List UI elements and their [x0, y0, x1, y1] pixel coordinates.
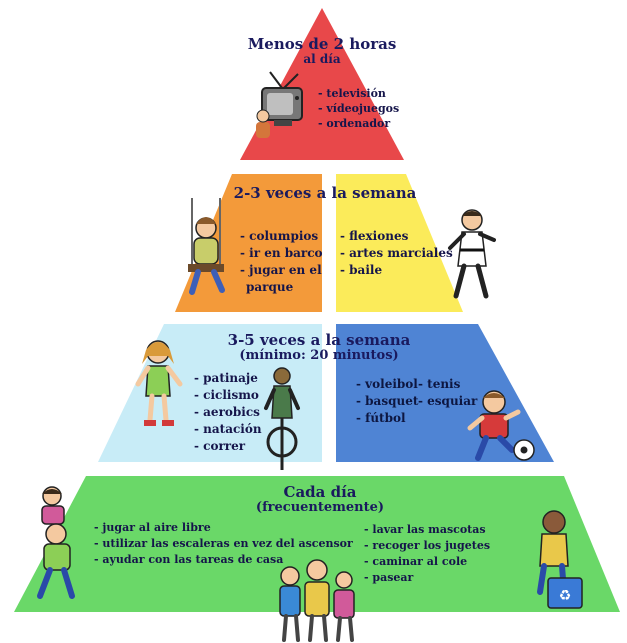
list-item: - pasear	[364, 571, 414, 584]
list-item: - artes marciales	[340, 246, 453, 260]
tier3-title-line1: 3-5 veces a la semana	[227, 331, 411, 349]
list-item: - jugar al aire libre	[94, 521, 211, 534]
tier3-right-list-col2: - tenis - esquiar	[418, 376, 477, 410]
tier4-left-list: - jugar al aire libre - utilizar las esc…	[94, 520, 353, 568]
tier2-right-band	[336, 174, 463, 312]
list-item: - ir en barco	[240, 246, 323, 260]
tier3-title-line2: (mínimo: 20 minutos)	[239, 348, 399, 363]
list-item: - caminar al cole	[364, 555, 468, 568]
list-item: - jugar en el	[240, 263, 322, 277]
svg-text:♻: ♻	[559, 588, 572, 604]
list-item: - ayudar con las tareas de casa	[94, 553, 284, 566]
tier4-title-line2: (frecuentemente)	[255, 500, 385, 515]
tier3-left-list: - patinaje - ciclismo - aerobics - natac…	[194, 370, 262, 455]
list-item: - baile	[340, 263, 383, 277]
recycling-kid-icon: ♻	[537, 510, 583, 609]
list-item: - ciclismo	[194, 388, 259, 402]
tv-icon	[256, 71, 303, 138]
list-item: - ordenador	[318, 117, 391, 130]
child-swing-icon	[188, 198, 225, 295]
list-item: - patinaje	[194, 371, 258, 385]
tier2-right-list: - flexiones - artes marciales - baile	[340, 228, 453, 279]
tier3-right-list-col1: - voleibol - basquet - fútbol	[356, 376, 418, 427]
cyclist-icon	[264, 367, 300, 470]
tier3-title: 3-5 veces a la semana (mínimo: 20 minuto…	[216, 332, 422, 363]
list-item: - correr	[194, 439, 246, 453]
tier4-title-line1: Cada día	[283, 483, 357, 501]
group-kids-icon	[279, 559, 355, 642]
list-item: - natación	[194, 422, 262, 436]
tier1-title: Menos de 2 horas al día	[242, 36, 402, 66]
tier4-title: Cada día (frecuentemente)	[232, 484, 408, 515]
tier1-title-line2: al día	[303, 52, 341, 66]
list-item: - tenis	[418, 377, 461, 391]
skater-girl-icon	[135, 340, 183, 426]
list-item: - aerobics	[194, 405, 260, 419]
list-item: - recoger los jugetes	[364, 539, 491, 552]
soccer-boy-icon	[467, 390, 535, 461]
list-item: - utilizar las escaleras en vez del asce…	[94, 537, 353, 550]
list-item: parque	[246, 280, 294, 294]
list-item: - lavar las mascotas	[364, 523, 486, 536]
tier4-right-list: - lavar las mascotas - recoger los juget…	[364, 522, 490, 586]
list-item: - flexiones	[340, 229, 409, 243]
piggyback-kids-icon	[37, 486, 75, 599]
tier2-left-band	[175, 174, 322, 312]
list-item: - voleibol	[356, 377, 418, 391]
tier1-title-line1: Menos de 2 horas	[247, 35, 397, 53]
karate-kid-icon	[448, 209, 496, 299]
tier4-band	[14, 476, 620, 612]
list-item: - basquet	[356, 394, 419, 408]
list-item: - fútbol	[356, 411, 406, 425]
list-item: - vídeojuegos	[318, 102, 400, 115]
list-item: - esquiar	[418, 394, 478, 408]
tier2-title: 2-3 veces a la semana	[233, 184, 417, 202]
list-item: - televisión	[318, 87, 386, 100]
list-item: - columpios	[240, 229, 319, 243]
tier2-left-list: - columpios - ir en barco - jugar en el …	[240, 228, 323, 296]
tier1-list: - televisión - vídeojuegos - ordenador	[318, 86, 399, 131]
